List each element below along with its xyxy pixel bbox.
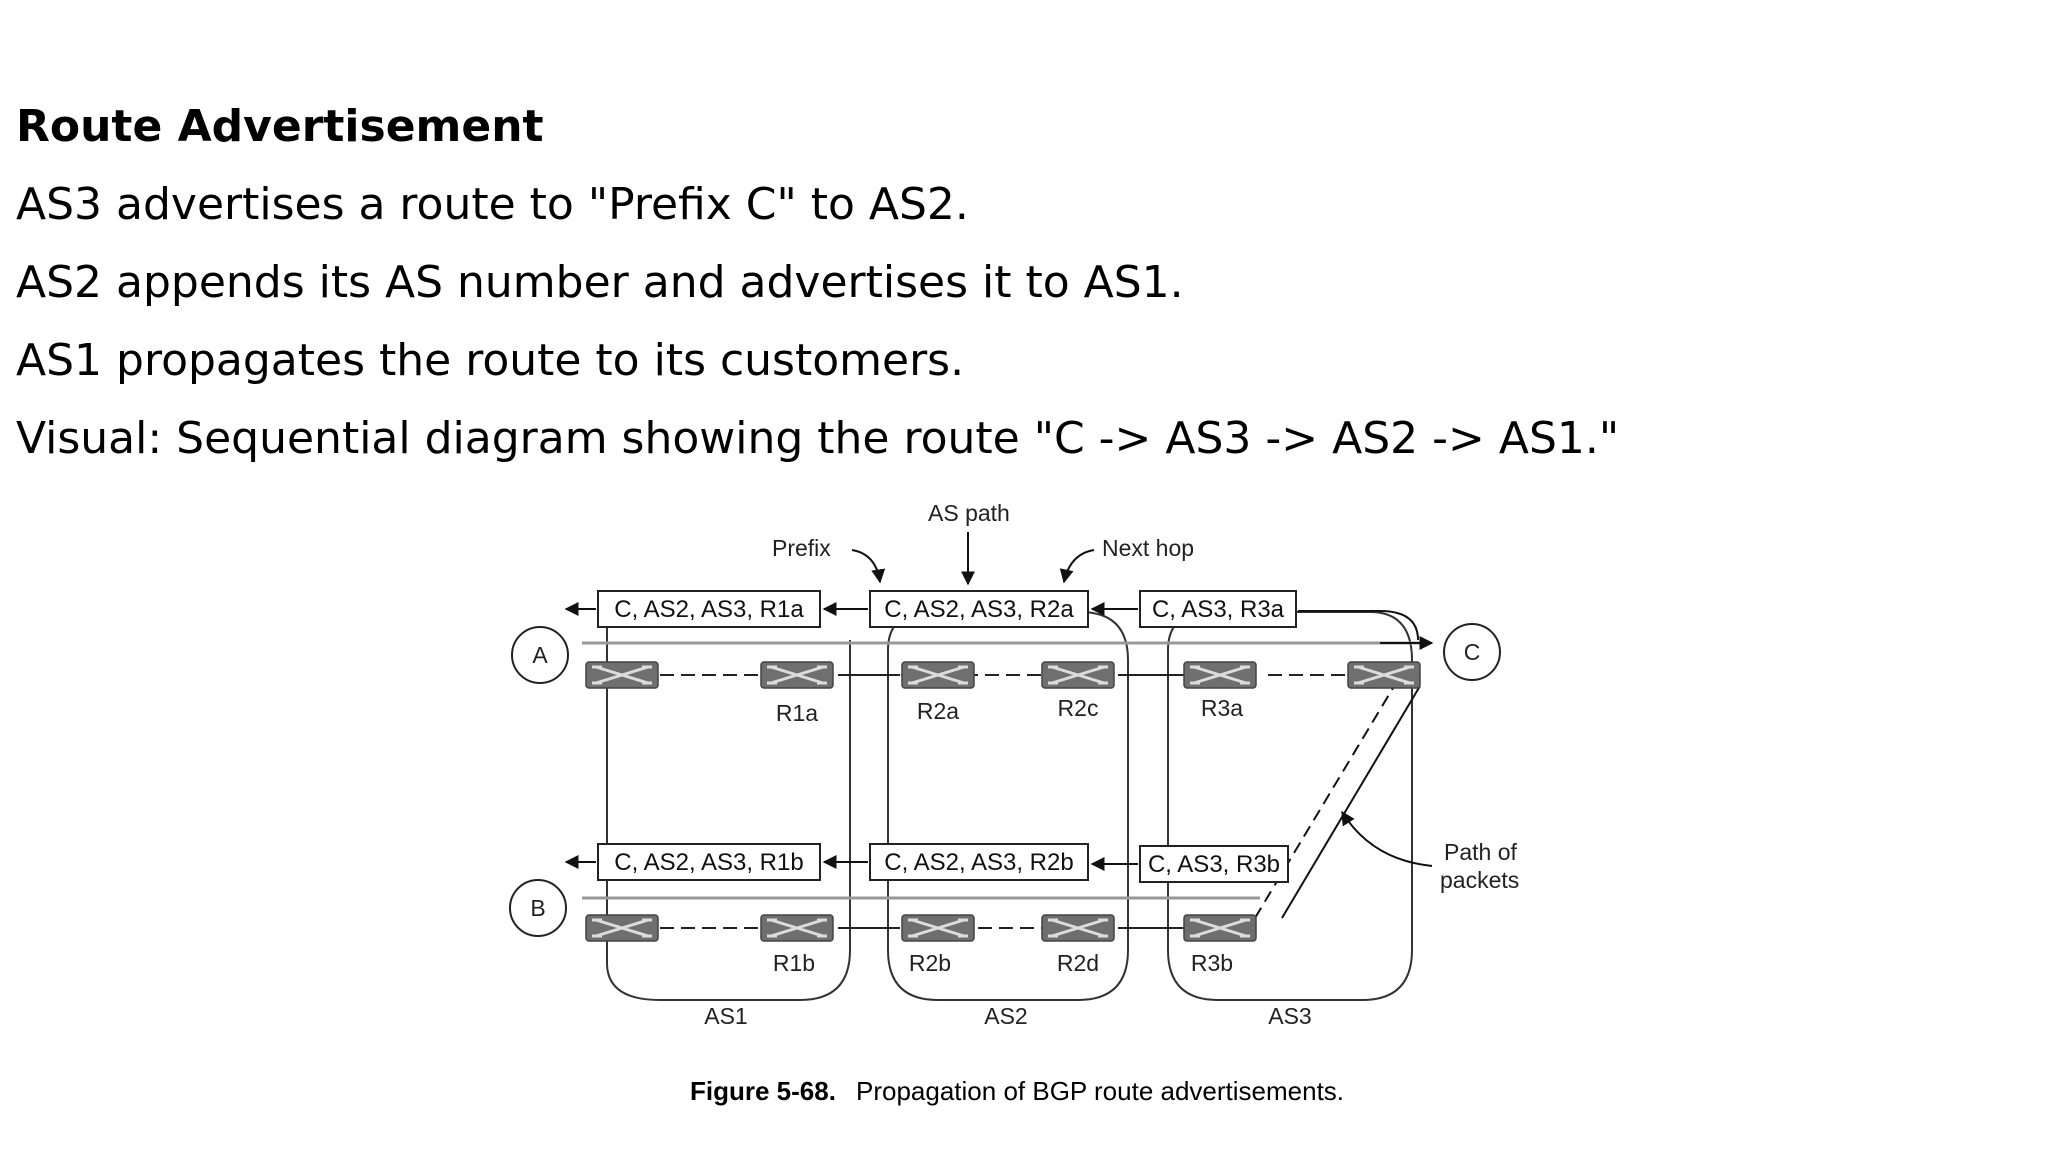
host-c-label: C	[1464, 639, 1481, 665]
router-label-r2c: R2c	[1058, 695, 1099, 721]
callout-next-hop: Next hop	[1102, 535, 1194, 561]
callout-prefix: Prefix	[772, 535, 831, 561]
adv-box-r2a-text: C, AS2, AS3, R2a	[884, 596, 1074, 623]
as-label-as1: AS1	[704, 1003, 747, 1029]
path-of-packets-solid	[1281, 685, 1421, 919]
router-label-r1a: R1a	[776, 700, 818, 726]
callout-as-path: AS path	[928, 500, 1010, 526]
router-r2b	[900, 913, 976, 943]
router-r2c	[1040, 660, 1116, 690]
router-r3b	[1182, 913, 1258, 943]
adv-box-r3b-text: C, AS3, R3b	[1148, 851, 1280, 878]
router-r2a	[900, 660, 976, 690]
router-r1b	[759, 913, 835, 943]
bullet-visual-description: Visual: Sequential diagram showing the r…	[16, 413, 1620, 464]
router-label-r2d: R2d	[1057, 950, 1099, 976]
bullet-as2-appends: AS2 appends its AS number and advertises…	[16, 257, 1184, 308]
host-a-circle	[511, 626, 569, 684]
host-a-label: A	[532, 642, 548, 668]
callout-prefix-arrow	[851, 549, 886, 584]
router-label-r3a: R3a	[1201, 695, 1243, 721]
router-label-r1b: R1b	[773, 950, 815, 976]
adv-box-r1a-text: C, AS2, AS3, R1a	[614, 596, 804, 623]
figure-caption-text: Propagation of BGP route advertisements.	[856, 1076, 1344, 1106]
callout-path-of-packets-2: packets	[1440, 867, 1519, 893]
host-b-circle	[509, 879, 567, 937]
host-c-circle	[1443, 623, 1501, 681]
router-r1a	[759, 660, 835, 690]
router-label-r3b: R3b	[1191, 950, 1233, 976]
adv-box-r2a	[869, 590, 1089, 628]
adv-box-r2b-text: C, AS2, AS3, R2b	[884, 849, 1073, 876]
bullet-as1-propagates: AS1 propagates the route to its customer…	[16, 335, 965, 386]
as-label-as2: AS2	[984, 1003, 1027, 1029]
as1-enclosure	[606, 620, 851, 1001]
host-b-label: B	[530, 895, 545, 921]
adv-box-r3a-text: C, AS3, R3a	[1152, 596, 1285, 623]
adv-box-r1a	[597, 590, 821, 628]
figure-caption-label: Figure 5-68.	[690, 1076, 836, 1106]
router-label-r2b: R2b	[909, 950, 951, 976]
c-outgoing-line	[1298, 610, 1419, 641]
adv-box-r1b	[597, 843, 821, 881]
adv-box-r2b	[869, 843, 1089, 881]
slide-text: Route Advertisement AS3 advertises a rou…	[16, 88, 1916, 478]
as-label-as3: AS3	[1268, 1003, 1311, 1029]
router-as1-edge-bottom	[584, 913, 660, 943]
adv-box-r1b-text: C, AS2, AS3, R1b	[614, 849, 803, 876]
callout-path-of-packets-1: Path of	[1444, 839, 1517, 865]
adv-box-r3b	[1139, 845, 1289, 883]
callout-path-of-packets-arrow	[1341, 810, 1433, 867]
bullet-as3-advertises: AS3 advertises a route to "Prefix C" to …	[16, 179, 969, 230]
router-label-r2a: R2a	[917, 698, 959, 724]
slide-title: Route Advertisement	[16, 101, 544, 152]
router-as3-edge-top	[1346, 660, 1422, 690]
router-r3a	[1182, 660, 1258, 690]
router-r2d	[1040, 913, 1116, 943]
router-as1-edge-top	[584, 660, 660, 690]
callout-next-hop-arrow	[1059, 549, 1095, 584]
adv-box-r3a	[1139, 590, 1297, 628]
